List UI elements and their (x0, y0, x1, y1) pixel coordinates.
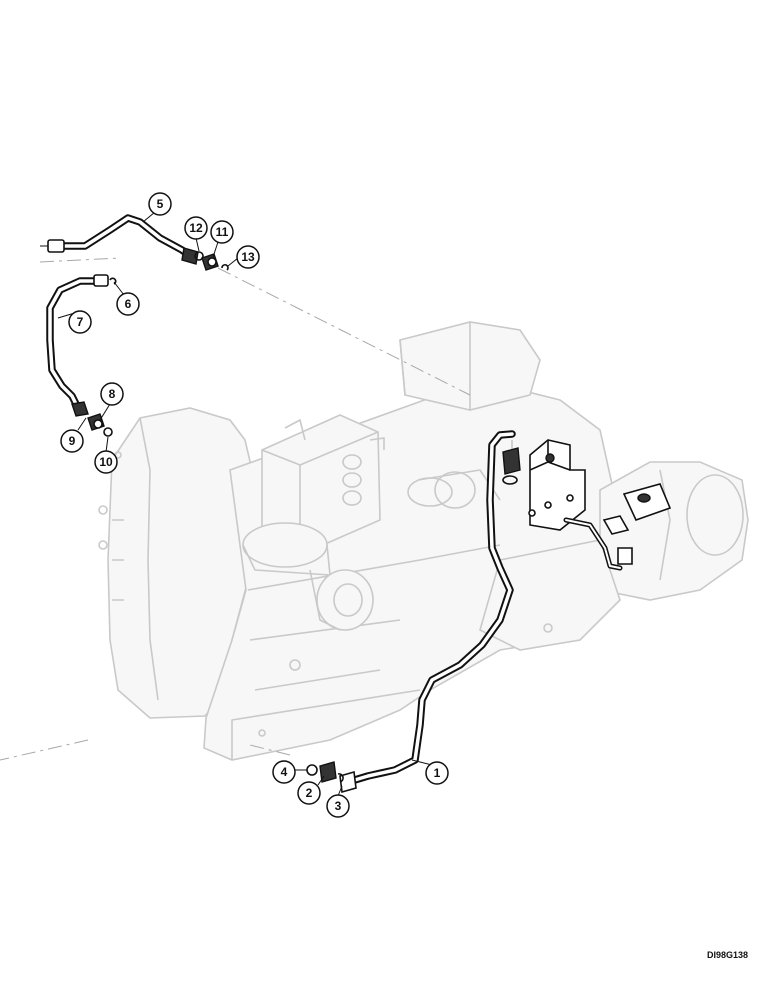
tube-1 (339, 430, 521, 794)
svg-text:8: 8 (109, 387, 116, 401)
svg-text:6: 6 (125, 297, 132, 311)
fittings-bottom (306, 761, 344, 783)
callout-13: 13 (236, 245, 260, 269)
svg-text:12: 12 (189, 221, 203, 235)
svg-text:13: 13 (241, 250, 255, 264)
svg-text:4: 4 (281, 765, 288, 779)
callout-3: 3 (326, 794, 350, 818)
svg-text:3: 3 (335, 799, 342, 813)
svg-text:5: 5 (157, 197, 164, 211)
valve-block (528, 439, 672, 571)
callout-2: 2 (297, 781, 321, 805)
tube-7 (46, 274, 109, 417)
callout-7: 7 (68, 310, 92, 334)
svg-text:9: 9 (69, 434, 76, 448)
callout-12: 12 (184, 216, 208, 240)
callout-4: 4 (272, 760, 296, 784)
svg-text:11: 11 (216, 225, 229, 239)
callout-6: 6 (116, 292, 140, 316)
leader-lines (57, 211, 433, 797)
callout-8: 8 (100, 382, 124, 406)
svg-text:7: 7 (77, 315, 84, 329)
alignment-lines (0, 257, 513, 761)
svg-text:1: 1 (434, 766, 441, 780)
callout-9: 9 (60, 429, 84, 453)
svg-text:10: 10 (99, 455, 113, 469)
svg-text:2: 2 (306, 786, 313, 800)
callout-11: 11 (210, 220, 234, 244)
reference-code: DI98G138 (707, 950, 748, 960)
fittings-top (194, 251, 229, 271)
tube-5 (40, 214, 199, 265)
callout-5: 5 (148, 192, 172, 216)
callout-1: 1 (425, 761, 449, 785)
callout-10: 10 (94, 450, 118, 474)
fittings-left (87, 277, 117, 437)
